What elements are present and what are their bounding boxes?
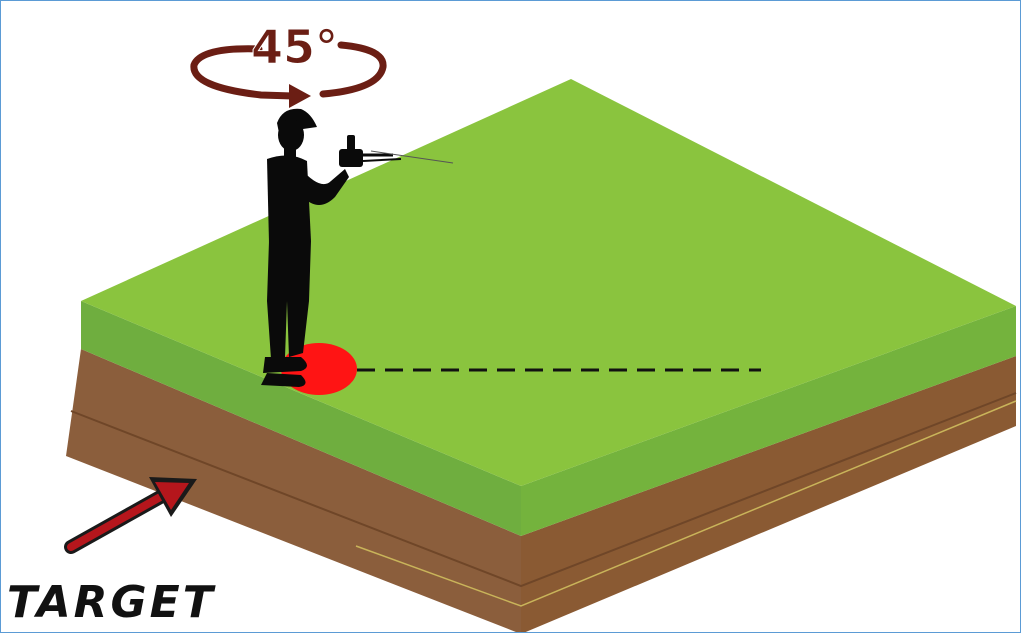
target-label: TARGET — [7, 577, 216, 628]
arrow-icon — [71, 477, 197, 547]
rotation-angle-label: 45° — [251, 20, 338, 74]
